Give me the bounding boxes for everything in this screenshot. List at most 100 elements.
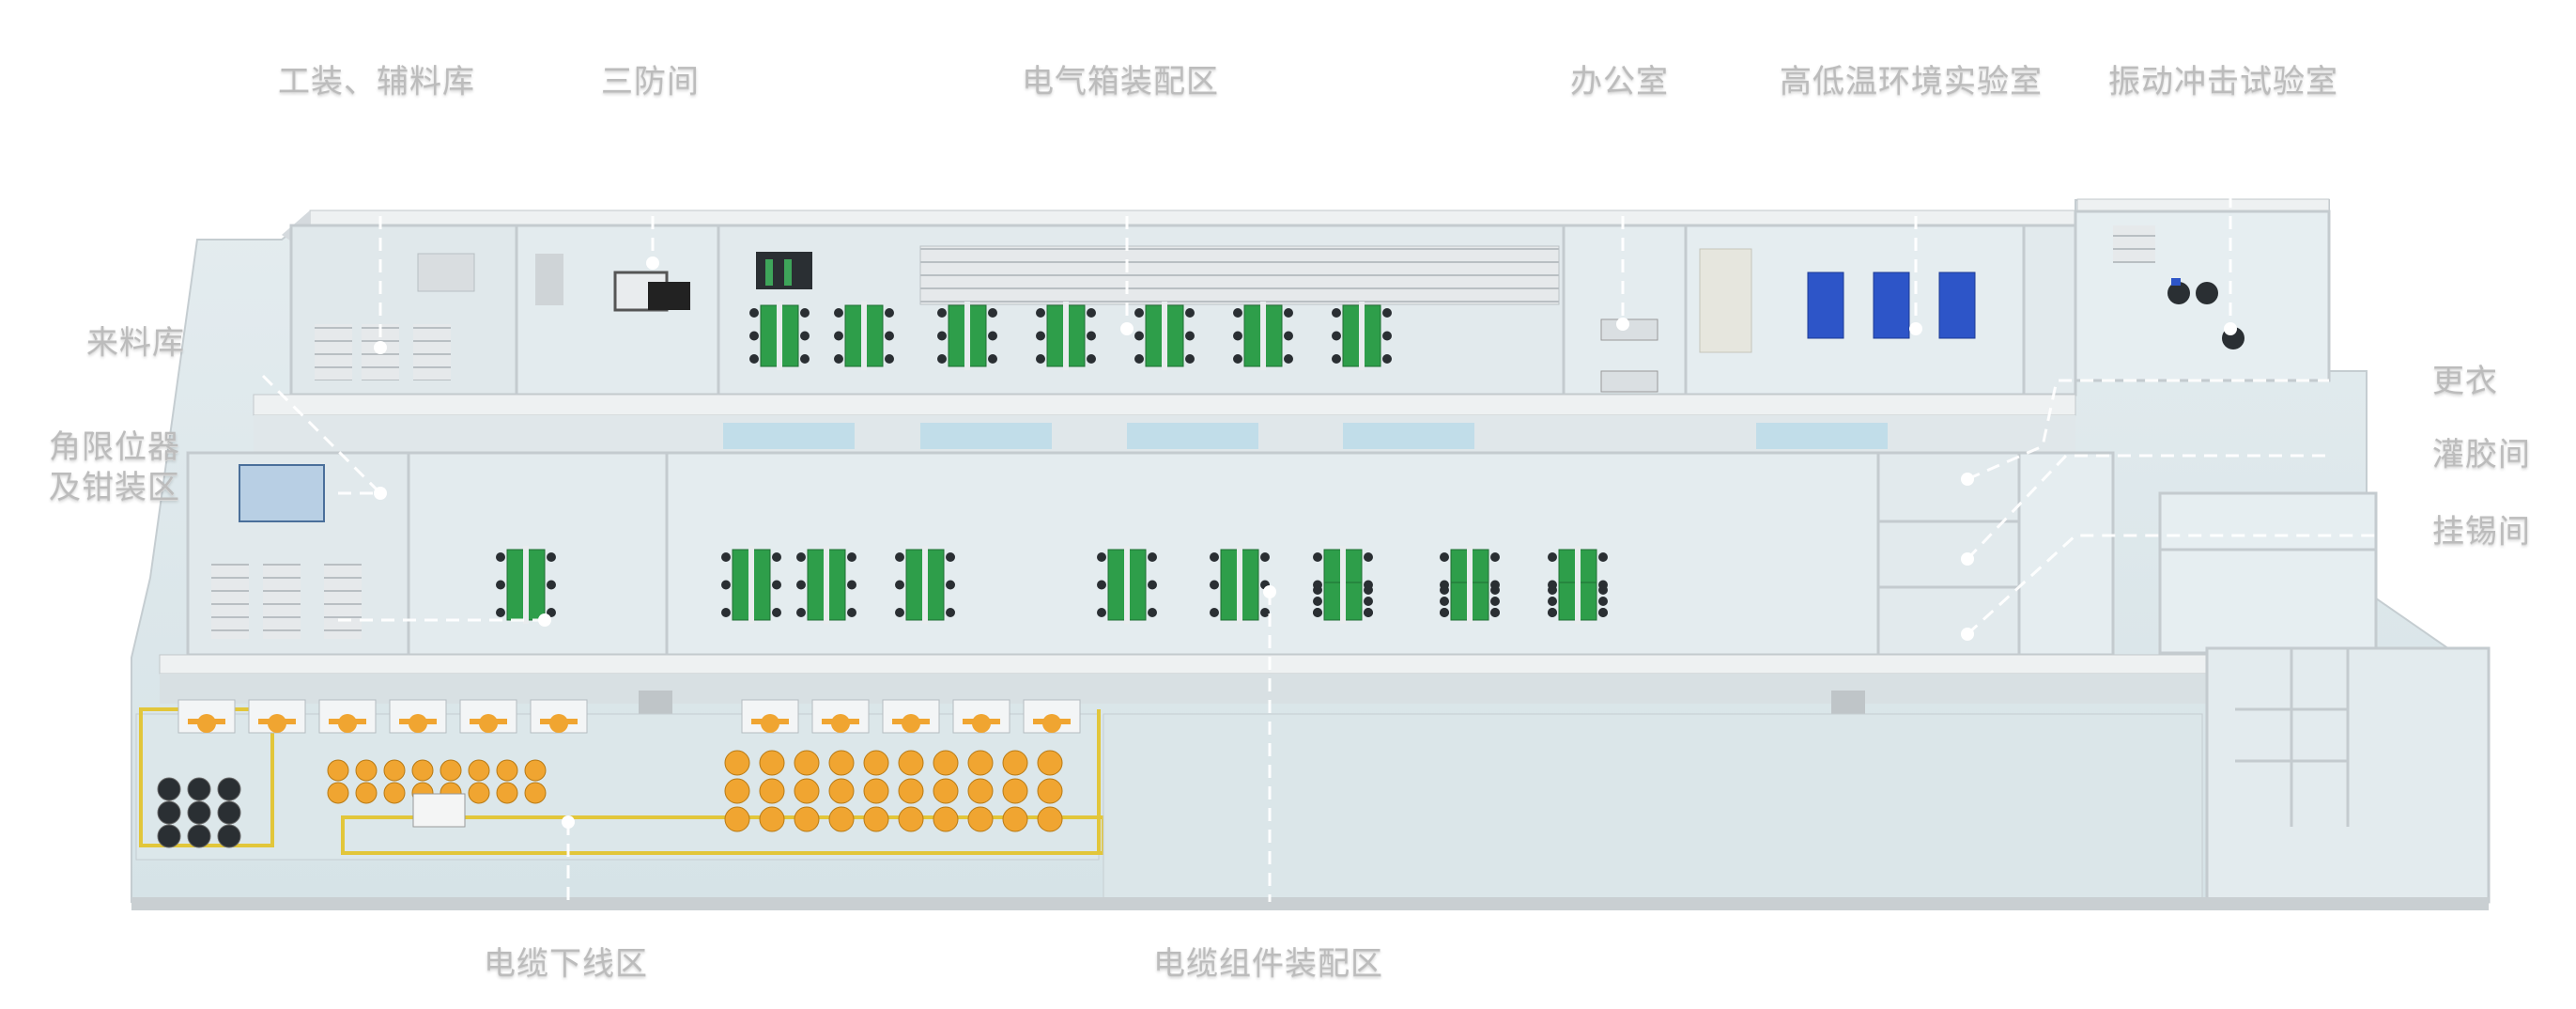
room-office: [1562, 224, 1688, 396]
cutting-machine: [530, 699, 588, 734]
cable-drum: [187, 777, 211, 801]
workbench: [1036, 302, 1096, 370]
cable-reel: [1037, 778, 1063, 804]
cable-reel: [794, 778, 820, 804]
cable-drum: [217, 824, 241, 848]
cable-drum: [187, 800, 211, 825]
label-angle-limiter-line1: 角限位器: [49, 428, 180, 466]
cable-reel: [1037, 806, 1063, 832]
cable-reel: [794, 806, 820, 832]
workbench: [1332, 302, 1392, 370]
label-office: 办公室: [1570, 63, 1669, 101]
cutting-machine: [952, 699, 1010, 734]
cable-reel: [898, 778, 924, 804]
label-vibration-lab: 振动冲击试验室: [2108, 63, 2338, 101]
cable-reel: [828, 750, 855, 776]
chamber-1: [1807, 272, 1844, 339]
label-temperature-lab: 高低温环境实验室: [1780, 63, 2043, 101]
cable-reel: [967, 806, 994, 832]
label-tooling-storage: 工装、辅料库: [278, 63, 475, 101]
label-potting-room: 灌胶间: [2432, 436, 2531, 473]
cable-reel: [724, 806, 750, 832]
workbench: [796, 546, 856, 624]
front-wall: [131, 897, 2489, 910]
workbench: [1233, 302, 1293, 370]
label-cable-cutting: 电缆下线区: [484, 945, 648, 983]
cable-reel: [468, 782, 490, 804]
label-angle-limiter-line2: 及钳装区: [49, 468, 180, 506]
cable-reel: [863, 778, 889, 804]
cable-reel: [524, 759, 547, 782]
cable-reel: [967, 778, 994, 804]
label-angle-limiter: 角限位器 及钳装区: [49, 427, 180, 507]
cable-reel: [1002, 806, 1028, 832]
corridor-wall: [253, 394, 2076, 453]
chamber-3: [1938, 272, 1976, 339]
label-electrical-box-assembly: 电气箱装配区: [1022, 63, 1219, 101]
room-cable-assembly-hall: [665, 451, 1880, 657]
cutting-machine: [318, 699, 377, 734]
cable-reel: [828, 778, 855, 804]
cable-reel: [933, 806, 959, 832]
cable-drum: [187, 824, 211, 848]
cable-reel: [411, 759, 434, 782]
cutting-machine: [811, 699, 870, 734]
cable-reel: [383, 759, 406, 782]
cable-reel: [933, 750, 959, 776]
cable-drum: [217, 777, 241, 801]
label-tinning-room: 挂锡间: [2432, 513, 2531, 551]
cable-reel: [759, 750, 785, 776]
cable-reel: [327, 782, 349, 804]
workbench: [1210, 546, 1270, 624]
workbench: [1440, 579, 1500, 624]
cable-reel: [496, 759, 518, 782]
workbench: [1097, 546, 1157, 624]
cutting-machine: [177, 699, 236, 734]
electrical-cabinets: [756, 245, 1560, 305]
cable-reel: [863, 750, 889, 776]
room-east-annex: [2158, 491, 2378, 655]
cable-reel: [898, 750, 924, 776]
cable-drum: [157, 800, 181, 825]
cable-drum: [217, 800, 241, 825]
cable-drum: [157, 777, 181, 801]
north-workbenches: [749, 302, 1392, 370]
workbench: [721, 546, 781, 624]
cutting-machine: [459, 699, 517, 734]
cable-reel: [524, 782, 547, 804]
label-cable-assembly: 电缆组件装配区: [1153, 945, 1383, 983]
cable-reel: [759, 806, 785, 832]
workbench: [1548, 579, 1608, 624]
label-three-proof-room: 三防间: [601, 63, 700, 101]
workbench: [749, 302, 810, 370]
cable-drum: [157, 824, 181, 848]
southeast-annex: [2205, 646, 2491, 904]
cable-reel: [898, 806, 924, 832]
cutting-machine: [1023, 699, 1081, 734]
north-row-rooms: [289, 210, 2331, 396]
cable-reel: [355, 782, 378, 804]
cable-reel: [440, 759, 462, 782]
label-incoming-storage: 来料库: [86, 324, 185, 362]
workbench: [1313, 579, 1373, 624]
cable-reel: [759, 778, 785, 804]
cutting-machine: [882, 699, 940, 734]
room-potting: [1876, 451, 2021, 657]
label-changing-room: 更衣: [2432, 363, 2498, 400]
workbench: [1134, 302, 1195, 370]
cable-reel: [355, 759, 378, 782]
leader-lines: [261, 108, 2404, 902]
workbench: [895, 546, 955, 624]
cutting-machine: [389, 699, 447, 734]
workbench: [937, 302, 997, 370]
chamber-2: [1873, 272, 1910, 339]
cable-reel: [724, 750, 750, 776]
middle-workbenches: [496, 546, 1608, 624]
cable-reel: [794, 750, 820, 776]
workbench: [496, 546, 556, 624]
cable-reel: [496, 782, 518, 804]
cable-reel: [724, 778, 750, 804]
cable-reel: [468, 759, 490, 782]
